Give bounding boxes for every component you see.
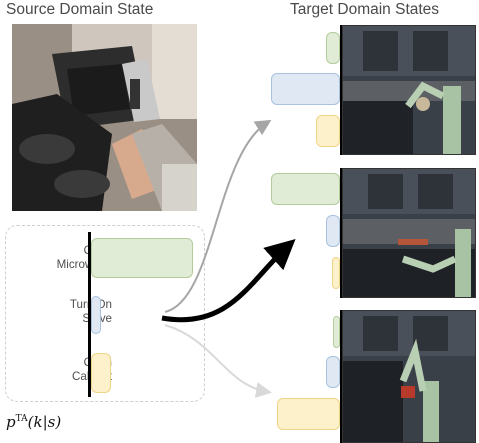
target3-bar-turn-on-stove [326, 356, 340, 388]
target2-bar-open-microwave [271, 173, 340, 205]
target1-bar-turn-on-stove [271, 73, 340, 105]
target-axis-2 [340, 168, 343, 298]
target-scene-2 [342, 168, 476, 298]
target1-bar-open-cabinet [316, 115, 340, 147]
target-scene-1 [342, 25, 476, 155]
target2-bar-turn-on-stove [326, 215, 340, 247]
target3-bar-open-microwave [333, 316, 340, 348]
arrow-to-target-2 [161, 238, 296, 323]
source-bar-open-microwave [91, 238, 193, 278]
source-bar-open-cabinet [91, 353, 111, 393]
arrow-to-target-3 [164, 324, 272, 398]
source-photo [12, 24, 197, 211]
source-axis [88, 232, 91, 397]
source-skill-distribution-panel [5, 225, 205, 402]
source-bar-turn-on-stove [91, 296, 101, 334]
target-axis-1 [340, 25, 343, 155]
target-domain-title: Target Domain States [290, 1, 440, 18]
target-axis-3 [340, 310, 343, 443]
formula-label: pTA(k|s) [6, 413, 62, 431]
target3-bar-open-cabinet [277, 398, 340, 430]
arrow-to-target-1 [164, 119, 272, 313]
target1-bar-open-microwave [326, 32, 340, 64]
target2-bar-open-cabinet [332, 257, 340, 289]
source-domain-title: Source Domain State [6, 1, 154, 18]
